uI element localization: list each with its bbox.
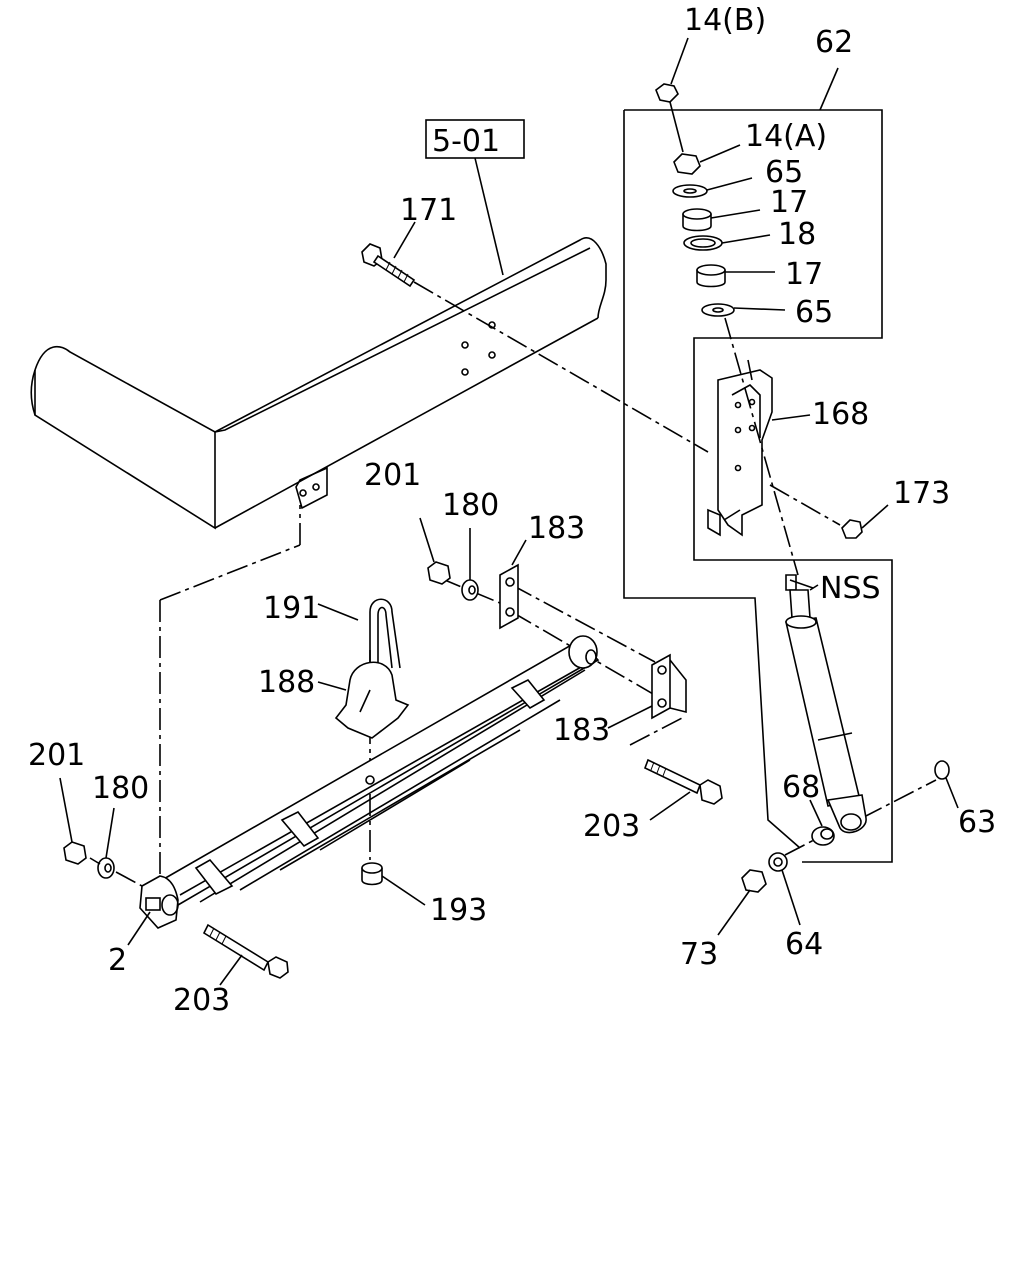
callout-2: 2 [108,943,127,978]
nut-193 [361,862,426,906]
pad-188 [317,661,410,739]
callout-203-left: 203 [173,983,230,1018]
leaf-spring [139,635,600,929]
leader-2 [127,911,151,946]
nut-173 [841,504,889,539]
callout-63: 63 [958,805,996,840]
callout-labels: 14(B) 62 14(A) 65 17 18 17 65 168 173 17… [28,3,996,1018]
callout-17-lower: 17 [785,257,823,292]
washer-180-upper [461,528,479,601]
callout-65-upper: 65 [765,155,803,190]
callout-183-lower: 183 [553,713,610,748]
callout-203-right: 203 [583,809,640,844]
nut-14b [655,37,689,153]
leader-nss [789,579,814,589]
callout-18: 18 [778,217,816,252]
mount-kit-box [623,67,893,863]
washer-180-lower [89,807,143,887]
shock-hardware [717,760,959,936]
reference-box-label: 5-01 [432,124,500,159]
callout-180-upper: 180 [442,488,499,523]
shackle-183-upper [499,539,527,630]
nut-201-upper [419,517,451,585]
callout-171: 171 [400,193,457,228]
callout-nss: NSS [820,571,881,606]
shackle-183-lower [607,653,687,729]
callout-173: 173 [893,476,950,511]
callout-201-upper: 201 [364,458,421,493]
callout-183-upper: 183 [528,511,585,546]
centerlines [159,281,937,880]
callout-14a: 14(A) [745,119,827,154]
u-bolt-191 [317,598,401,669]
callout-17-upper: 17 [770,185,808,220]
callout-73: 73 [680,937,718,972]
bolt-171 [361,221,416,288]
callout-14b: 14(B) [684,3,766,38]
shock-absorber [785,574,867,834]
bolt-203-left [202,923,289,986]
callout-193: 193 [430,893,487,928]
callout-64: 64 [785,927,823,962]
callout-191: 191 [263,591,320,626]
reference-box: 5-01 [425,119,525,276]
callout-62: 62 [815,25,853,60]
callout-68: 68 [782,770,820,805]
callout-180-lower: 180 [92,771,149,806]
bracket-168 [707,359,811,537]
frame-rail [30,237,607,530]
bolt-203-right [643,758,723,821]
callout-65-lower: 65 [795,295,833,330]
callout-201-lower: 201 [28,738,85,773]
callout-188: 188 [258,665,315,700]
nut-201-lower [59,777,87,865]
callout-168: 168 [812,397,869,432]
mount-stack [672,144,786,317]
